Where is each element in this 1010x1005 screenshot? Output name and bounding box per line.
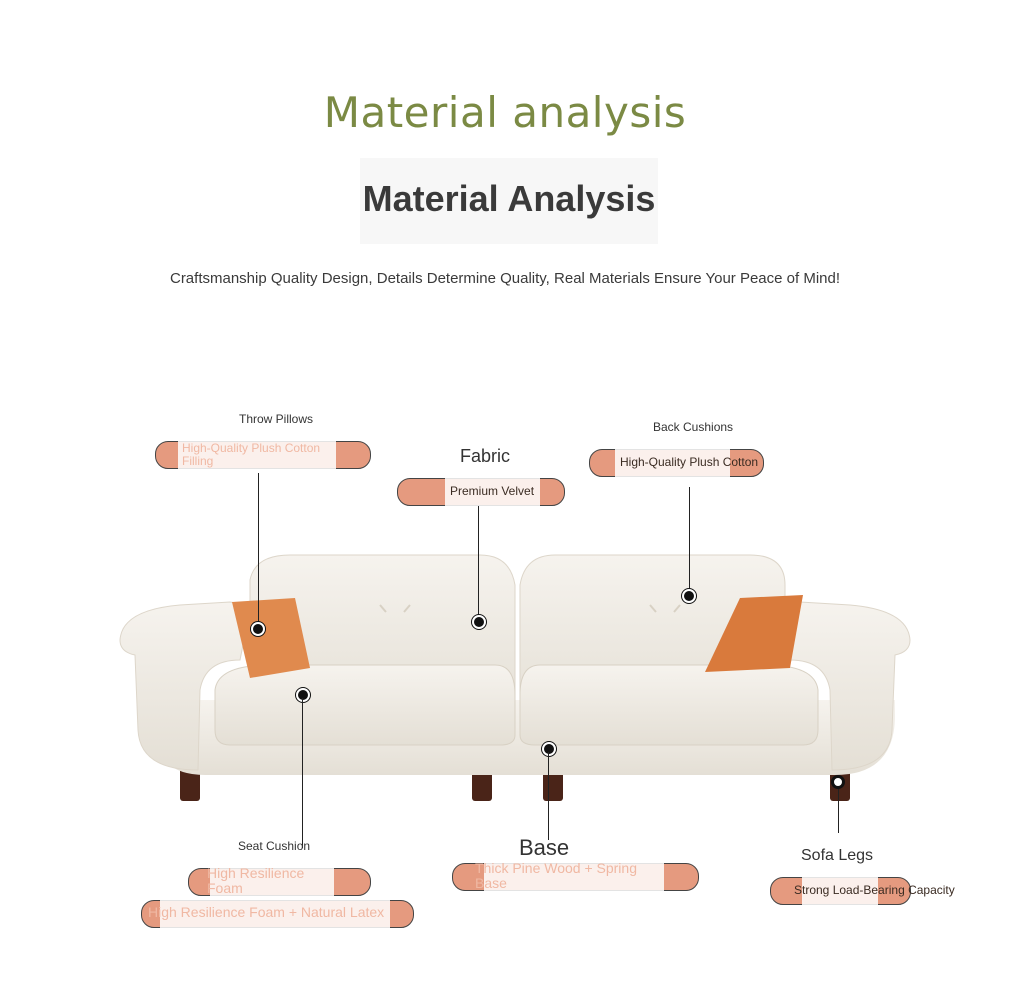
base-detail: Thick Pine Wood + Spring Base xyxy=(475,860,637,891)
sofa-image xyxy=(119,554,911,801)
seat-cushion-pill-band xyxy=(210,864,334,898)
seat-cushion-label: Seat Cushion xyxy=(238,839,311,853)
base-label: Base xyxy=(519,835,570,860)
back-cushions-pill-band xyxy=(615,445,730,479)
fabric-label: Fabric xyxy=(460,446,511,466)
seat-cushion-detail: High Resilience Foam xyxy=(207,865,305,896)
page-heading: Material analysis xyxy=(323,88,687,137)
fabric-marker xyxy=(472,615,486,629)
title-backdrop xyxy=(360,158,658,244)
page-title: Material Analysis xyxy=(362,178,656,219)
back-cushions-leader xyxy=(689,487,690,591)
throw-pillows-pill-band xyxy=(178,437,336,471)
seat-cushion-pill-2-band xyxy=(160,896,390,930)
sofa-legs-pill-band xyxy=(802,873,878,907)
throw-pillows-label: Throw Pillows xyxy=(239,412,314,426)
fabric-leader xyxy=(478,506,479,620)
fabric-detail: Premium Velvet xyxy=(450,484,535,498)
sofa-legs-detail: Strong Load-Bearing Capacity xyxy=(794,883,955,897)
back-cushions-detail: High-Quality Plush Cotton xyxy=(620,455,759,469)
seat-cushion-leader xyxy=(302,698,303,848)
throw-pillows-marker xyxy=(251,622,265,636)
sofa-legs-marker xyxy=(831,775,845,789)
sofa-legs-leader xyxy=(838,789,839,833)
seat-cushion-marker xyxy=(296,688,310,702)
seat-cushion-detail-2: High Resilience Foam + Natural Latex xyxy=(148,904,385,920)
page-subtitle: Craftsmanship Quality Design, Details De… xyxy=(169,270,841,287)
base-marker xyxy=(542,742,556,756)
throw-pillows-detail: High-Quality Plush Cotton Filling xyxy=(182,441,321,468)
base-leader xyxy=(548,752,549,840)
throw-pillows-leader xyxy=(258,473,259,628)
back-cushions-label: Back Cushions xyxy=(653,420,734,434)
fabric-pill-band xyxy=(445,474,540,508)
base-pill-band xyxy=(484,859,664,893)
sofa-legs-label: Sofa Legs xyxy=(801,847,874,864)
back-cushions-marker xyxy=(682,589,696,603)
